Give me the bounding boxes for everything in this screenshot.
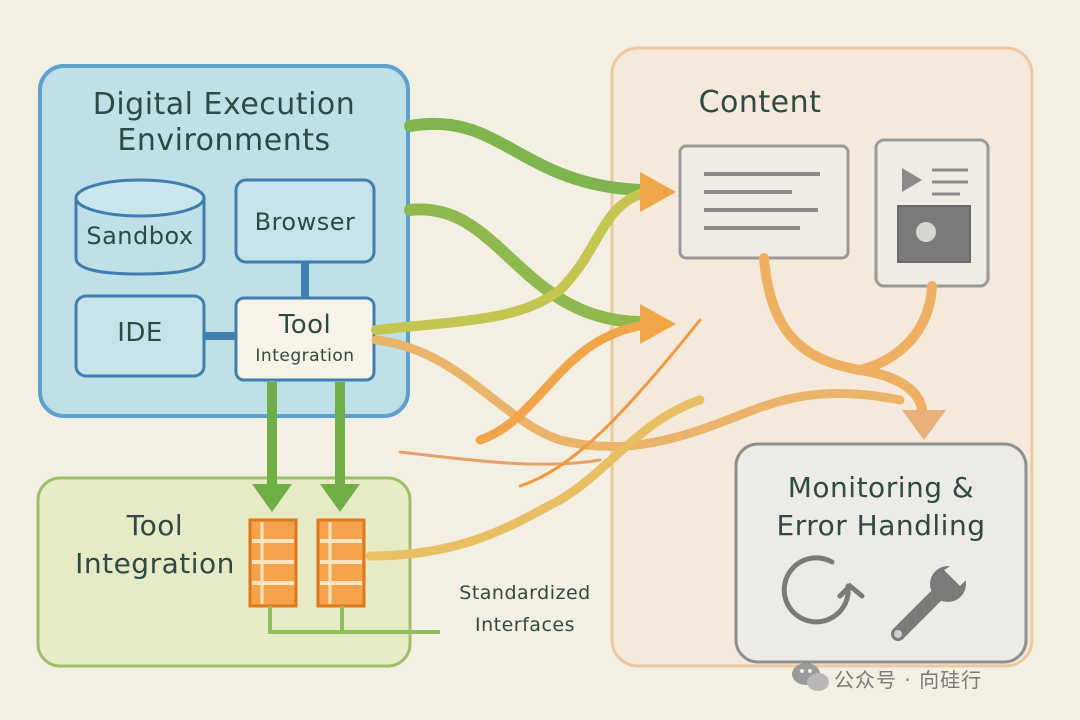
flow-arrows [365, 117, 905, 561]
document-card [678, 144, 850, 260]
interface-stack-1 [248, 518, 298, 608]
media-card [874, 138, 990, 288]
tool-box-label-line1: Tool [278, 310, 332, 340]
interfaces-label-line2: Interfaces [475, 614, 575, 636]
wechat-logo-icon [792, 663, 829, 691]
tool-panel-title-line1: Tool [126, 509, 184, 542]
interfaces-label-line1: Standardized [459, 582, 591, 604]
browser-label: Browser [254, 208, 356, 236]
monitoring-panel [734, 442, 1028, 664]
tool-box-label-line2: Integration [255, 346, 355, 366]
monitoring-title-line1: Monitoring & [787, 471, 975, 504]
monitoring-title-line2: Error Handling [776, 509, 986, 542]
down-arrows [252, 382, 360, 512]
wrench-icon [891, 564, 968, 641]
env-title-line1: Digital Execution [92, 87, 356, 122]
sandbox-label: Sandbox [86, 222, 194, 250]
watermark-text: 公众号 · 向硅行 [834, 668, 983, 692]
refresh-icon [781, 555, 865, 625]
arrowhead-monitoring [902, 410, 946, 440]
arrowhead-content [640, 172, 676, 212]
interface-stack-2 [316, 518, 366, 608]
interfaces-bracket [268, 606, 440, 634]
tool-panel-title-line2: Integration [75, 547, 235, 580]
content-to-monitoring [759, 253, 937, 415]
sandbox-icon [74, 178, 206, 276]
arrowhead-middle [640, 304, 676, 344]
ide-label: IDE [117, 318, 163, 348]
content-title: Content [698, 85, 822, 120]
env-title-line2: Environments [117, 123, 331, 158]
